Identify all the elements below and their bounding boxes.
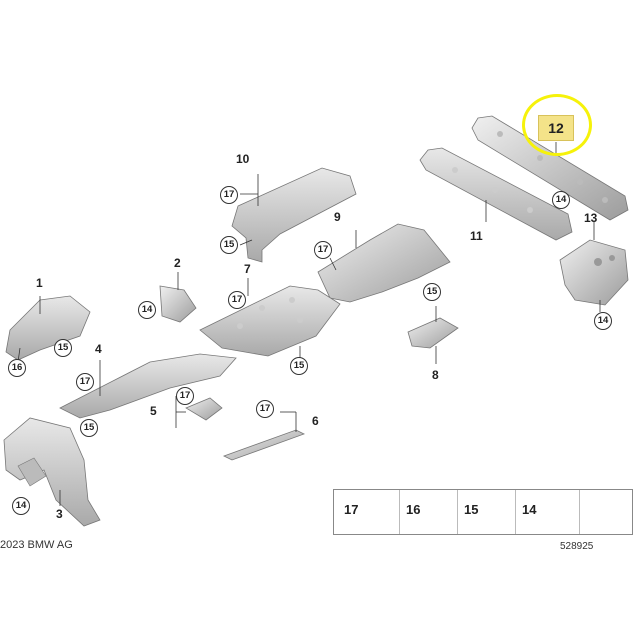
callout-17: 17	[228, 291, 246, 309]
part-12-heat-shield	[471, 115, 629, 221]
part-label-10: 10	[236, 152, 250, 166]
part-3-wheel-arch-shield	[3, 417, 101, 527]
part-label-13: 13	[584, 211, 598, 225]
part-label-9: 9	[334, 210, 341, 224]
callout-15: 15	[423, 283, 441, 301]
part-label-5: 5	[150, 404, 157, 418]
copyright-text: 2023 BMW AG	[0, 539, 73, 551]
part-8-bracket	[407, 306, 459, 364]
part-label-3: 3	[56, 507, 63, 521]
callout-17: 17	[220, 186, 238, 204]
part-10-tunnel-shield	[231, 167, 357, 263]
part-4-heat-shield	[59, 353, 237, 419]
fastener-legend: 17 16 15 14	[333, 489, 633, 535]
part-label-12-highlighted[interactable]: 12	[538, 115, 574, 141]
callout-14: 14	[138, 301, 156, 319]
legend-cell-16: 16	[400, 490, 458, 534]
callout-15: 15	[290, 357, 308, 375]
legend-label-17: 17	[344, 502, 359, 517]
part-label-11: 11	[470, 229, 483, 243]
legend-label-15: 15	[464, 502, 479, 517]
part-13-heat-shield	[559, 222, 629, 312]
legend-arrow-cell	[580, 490, 632, 534]
part-7-floor-shield	[199, 278, 341, 358]
part-label-7: 7	[244, 262, 251, 276]
part-label-1: 1	[36, 276, 43, 290]
part-2-bracket	[159, 272, 197, 323]
callout-17: 17	[314, 241, 332, 259]
highlight-ring	[522, 94, 592, 156]
legend-cell-17: 17	[334, 490, 400, 534]
legend-label-14: 14	[522, 502, 537, 517]
part-9-tunnel-shield	[317, 223, 451, 303]
part-6-strip	[222, 411, 306, 461]
callout-15: 15	[220, 236, 238, 254]
callout-15: 15	[80, 419, 98, 437]
callout-14: 14	[552, 191, 570, 209]
part-5-bracket	[175, 396, 223, 428]
callout-17: 17	[76, 373, 94, 391]
callout-17: 17	[176, 387, 194, 405]
part-11-heat-shield	[419, 147, 573, 241]
callout-16: 16	[8, 359, 26, 377]
part-label-4: 4	[95, 342, 102, 356]
callout-15: 15	[54, 339, 72, 357]
part-1-heat-shield	[5, 295, 91, 363]
legend-cell-15: 15	[458, 490, 516, 534]
legend-cell-14: 14	[516, 490, 580, 534]
image-number: 528925	[560, 541, 594, 552]
legend-label-16: 16	[406, 502, 421, 517]
callout-17: 17	[256, 400, 274, 418]
part-label-8: 8	[432, 368, 439, 382]
callout-14: 14	[12, 497, 30, 515]
part-label-2: 2	[174, 256, 181, 270]
part-label-6: 6	[312, 414, 319, 428]
callout-14: 14	[594, 312, 612, 330]
